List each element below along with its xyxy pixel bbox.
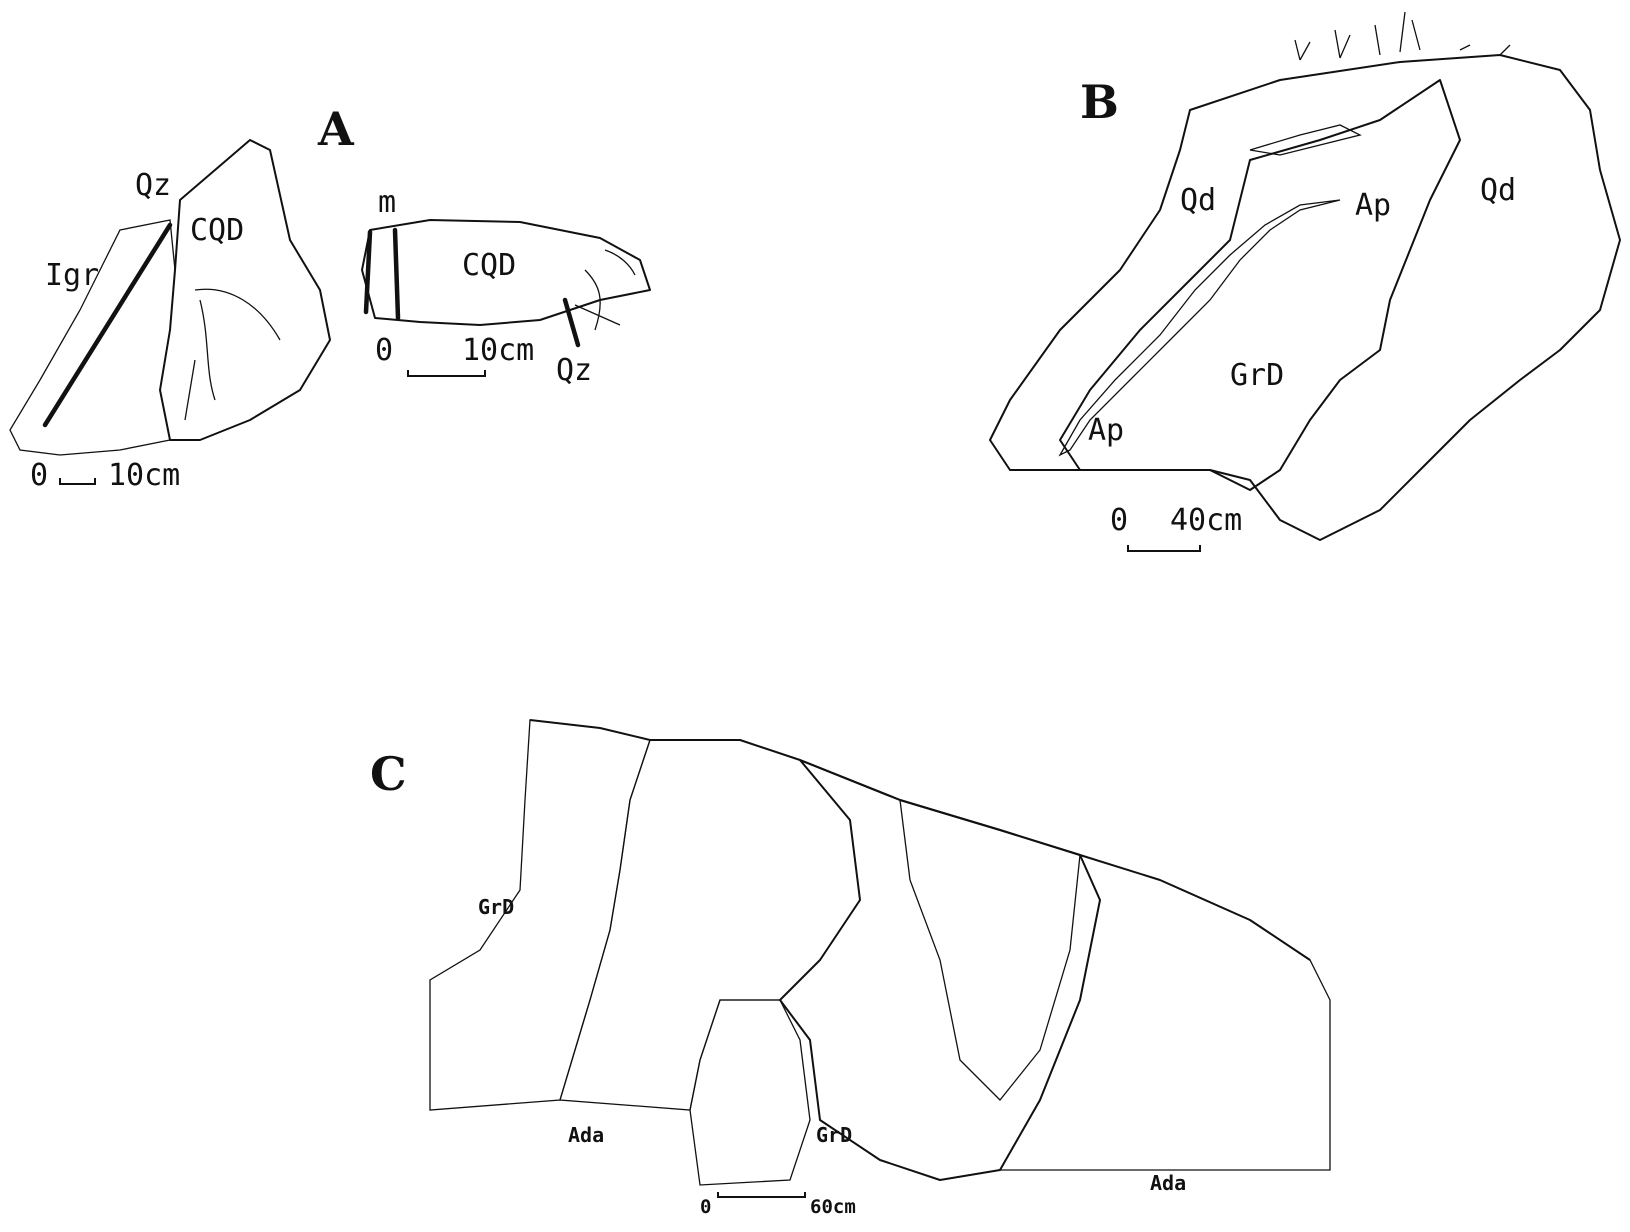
panel-b-letter: B: [1080, 75, 1119, 129]
panel-a-right-cqd-body: [361, 219, 651, 326]
panel-b-outcrop-qd: [989, 54, 1621, 541]
label-ap-top: Ap: [1355, 188, 1391, 223]
panel-a-scale-left: 0 10cm: [30, 458, 180, 493]
panel-c-grd-left: [429, 719, 651, 1111]
panel-c-grd-bottom: [689, 999, 811, 1186]
panel-a-right-fractures: [574, 249, 636, 331]
label-m: m: [378, 185, 396, 220]
panel-a-right-dark-band-1: [363, 229, 373, 315]
scale-right-zero: 0: [375, 333, 393, 368]
panel-c-ada-left: [559, 739, 861, 1111]
panel-a-right-qz-vein: [562, 297, 581, 348]
label-grd-left: GrD: [478, 895, 514, 919]
panel-a-scale-right: 0 10cm: [375, 333, 534, 377]
panel-b-grd-body: [1059, 79, 1461, 491]
scale-right-length: 10cm: [462, 333, 534, 368]
panel-b: B Qd Ap Qd GrD Ap 0 40cm: [989, 11, 1621, 552]
panel-b-scale: 0 40cm: [1110, 503, 1242, 552]
panel-a-left-cqd-body: [159, 139, 331, 441]
scale-left-zero: 0: [30, 458, 48, 493]
panel-c-letter: C: [370, 747, 407, 801]
panel-a: A Qz Igr CQD 0 10cm m CQD Qz 0 10cm: [9, 102, 651, 493]
label-qd-right: Qd: [1480, 173, 1516, 208]
label-qz-right: Qz: [556, 353, 592, 388]
panel-c-shear-zone-crosses: [899, 799, 1081, 1101]
panel-b-aplite-vein: [1058, 199, 1341, 457]
label-igr: Igr: [45, 258, 99, 293]
panel-c-ada-right: [998, 853, 1331, 1171]
panel-b-aplite-top: [1249, 124, 1362, 156]
panel-b-vegetation: [1294, 11, 1511, 61]
panel-a-quartz-vein: [42, 222, 173, 428]
panel-a-internal-fractures: [184, 288, 281, 421]
panel-a-igr-host: [9, 219, 176, 456]
scale-b-length: 40cm: [1170, 503, 1242, 538]
scale-left-length: 10cm: [108, 458, 180, 493]
label-cqd-right: CQD: [462, 248, 516, 283]
label-grd-bottom: GrD: [816, 1123, 852, 1147]
label-qz-top: Qz: [135, 168, 171, 203]
label-cqd-left: CQD: [190, 213, 244, 248]
panel-c-ground-surface: [529, 719, 1311, 961]
panel-c: C GrD Ada GrD Ada 0 60cm: [370, 719, 1331, 1218]
panel-c-shear-zone: [779, 759, 1101, 1181]
label-grd: GrD: [1230, 358, 1284, 393]
panel-a-right-dark-band-2: [392, 227, 401, 321]
panel-c-scale: 0 60cm: [700, 1192, 856, 1218]
panel-a-letter: A: [317, 102, 355, 156]
scale-c-length: 60cm: [810, 1196, 856, 1218]
label-ada-left: Ada: [568, 1123, 604, 1147]
label-ap-bottom: Ap: [1088, 413, 1124, 448]
scale-b-zero: 0: [1110, 503, 1128, 538]
label-qd-left: Qd: [1180, 183, 1216, 218]
scale-c-zero: 0: [700, 1196, 711, 1218]
label-ada-right: Ada: [1150, 1171, 1186, 1195]
